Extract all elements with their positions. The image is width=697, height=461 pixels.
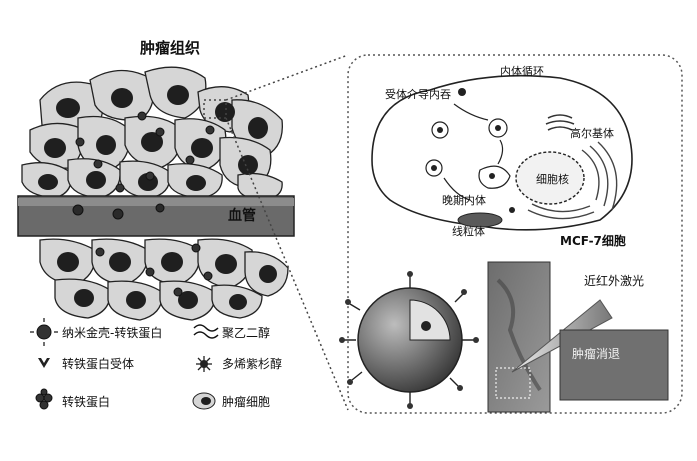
zoom-panel: [347, 54, 683, 414]
nucleus: [248, 117, 268, 139]
nanoshell: [173, 287, 183, 297]
vessel-label: 血管: [228, 207, 256, 224]
docetaxel-icon: [196, 356, 212, 372]
nucleus: [191, 138, 213, 158]
nucleus: [186, 175, 206, 191]
lower-nuclei: [57, 252, 277, 310]
label-nucleus: 细胞核: [536, 172, 569, 186]
tumor-regression-label: 肿瘤消退: [572, 346, 620, 361]
nanoshell-icon: [30, 318, 58, 346]
lower-nanoshells: [95, 243, 213, 297]
zoom-connector: [203, 54, 349, 411]
nanoshell: [115, 183, 125, 193]
nanoshell: [155, 127, 165, 137]
nucleus: [109, 252, 131, 272]
nucleus: [167, 85, 189, 105]
nanoshell: [137, 111, 147, 121]
label-receptor-endocytosis: 受体介导内吞: [385, 87, 451, 101]
nucleus: [44, 138, 66, 158]
label-mitochondria: 线粒体: [452, 224, 485, 238]
transferrin-icon: [35, 388, 53, 410]
receptor-icon: [38, 358, 50, 368]
legend-label-tumor-cell: 肿瘤细胞: [222, 394, 270, 409]
nanoshell-sphere: [339, 271, 479, 409]
blood-vessel: 血管: [17, 195, 295, 237]
nanoshell: [112, 208, 124, 220]
cell-labels: 内体循环 受体介导内吞 高尔基体 细胞核 晚期内体 线粒体 MCF-7细胞: [385, 64, 626, 248]
mcf7-cell: [371, 74, 633, 231]
irradiated-area: [495, 367, 531, 399]
label-late-endosome: 晚期内体: [442, 193, 486, 207]
nucleus: [141, 132, 163, 152]
legend-label-peg: 聚乙二醇: [222, 325, 270, 340]
tissue-photo: [487, 261, 551, 413]
nucleus: [57, 252, 79, 272]
lower-tumor-cells: [39, 238, 289, 321]
label-cell-name: MCF-7细胞: [560, 233, 626, 248]
nanoshell: [75, 137, 85, 147]
nucleus: [178, 291, 198, 309]
nanoshell: [145, 171, 155, 181]
nucleus: [38, 174, 58, 190]
nucleus: [74, 289, 94, 307]
nucleus: [215, 102, 235, 122]
upper-nanoshells: [75, 111, 215, 193]
upper-nuclei: [38, 85, 268, 191]
legend-label-docetaxel: 多烯紫杉醇: [222, 356, 282, 371]
label-endocytosis-cycle: 内体循环: [500, 64, 544, 78]
legend: 纳米金壳-转铁蛋白 聚乙二醇 转铁蛋白受体 多烯紫杉醇 转铁蛋白 肿瘤细胞: [30, 318, 282, 410]
tumor-tissue-title: 肿瘤组织: [140, 39, 200, 57]
tumor-cell-icon: [192, 392, 216, 410]
nanoshell: [95, 247, 105, 257]
label-golgi: 高尔基体: [570, 126, 614, 140]
nucleus: [229, 294, 247, 310]
legend-label-transferrin: 转铁蛋白: [62, 394, 110, 409]
nucleus: [259, 265, 277, 283]
peg-icon: [193, 324, 219, 339]
nucleus: [86, 171, 106, 189]
nanoshell: [93, 159, 103, 169]
nucleus: [161, 252, 183, 272]
nucleus: [111, 88, 133, 108]
nanoshell: [145, 267, 155, 277]
nanoshell: [191, 243, 201, 253]
laser-label: 近红外激光: [584, 273, 644, 288]
golgi: [545, 114, 575, 131]
nanoshell: [72, 204, 84, 216]
nanoshell: [205, 125, 215, 135]
nucleus: [215, 254, 237, 274]
legend-label-receptor: 转铁蛋白受体: [62, 356, 134, 371]
nucleus: [96, 135, 116, 155]
nucleus: [238, 155, 258, 175]
nucleus: [56, 98, 80, 118]
nanoshell: [155, 203, 165, 213]
nanoshell: [185, 155, 195, 165]
nanoshell: [203, 271, 213, 281]
legend-label-nanoshell: 纳米金壳-转铁蛋白: [62, 325, 162, 340]
mitochondrion: [457, 212, 503, 228]
cell-nucleus: [515, 151, 585, 205]
tumor-regression-photo: 肿瘤消退: [559, 329, 669, 401]
nucleus: [126, 291, 146, 309]
